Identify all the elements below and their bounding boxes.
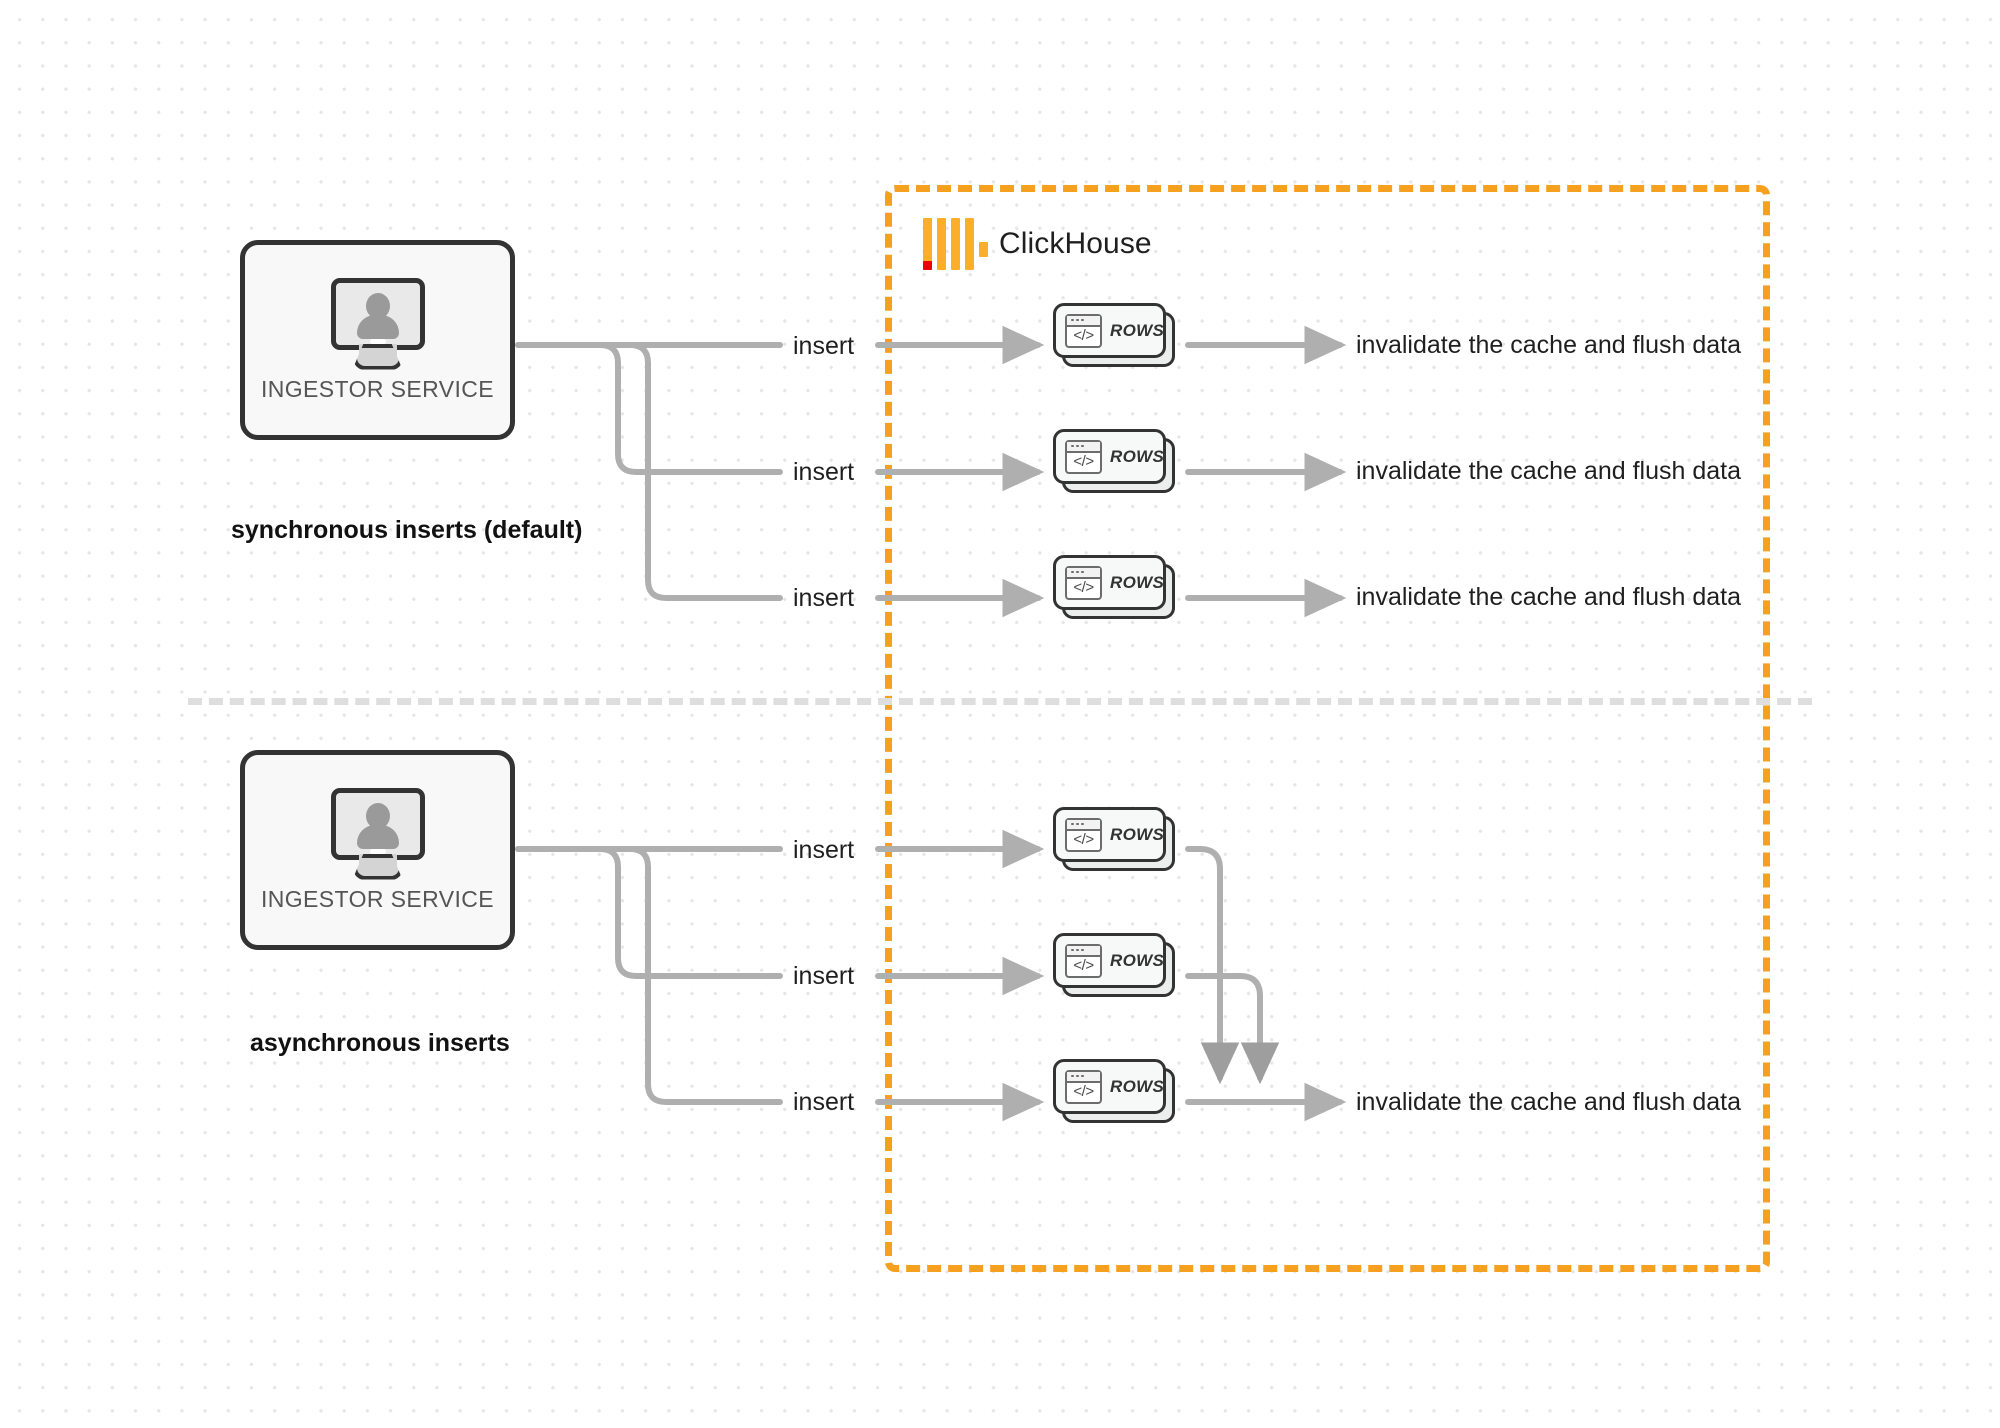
logo-red-accent: [923, 261, 932, 270]
insert-label-sync-3: insert: [793, 584, 855, 612]
monitor-notch: [369, 338, 386, 344]
wire-sync-trunk-3: [515, 342, 783, 601]
user-body-icon: [356, 824, 399, 849]
rows-card-async-2[interactable]: </> ROWS: [1053, 933, 1175, 997]
insert-label-async-2: insert: [793, 962, 855, 990]
rows-card-face: </> ROWS: [1053, 1059, 1166, 1114]
outcome-label-sync-1: invalidate the cache and flush data: [1356, 331, 1741, 359]
rows-card-face: </> ROWS: [1053, 807, 1166, 862]
code-window-dot-1: [1071, 318, 1074, 322]
code-window-icon: </>: [1065, 565, 1102, 600]
monitor-notch: [369, 848, 386, 854]
wire-async-trunk-3: [515, 846, 783, 1105]
code-window-dot-2: [1076, 318, 1079, 322]
rows-label: ROWS: [1110, 950, 1165, 970]
rows-label: ROWS: [1110, 1076, 1165, 1096]
clickhouse-branding: ClickHouse: [923, 218, 1152, 270]
rows-card-face: </> ROWS: [1053, 303, 1166, 358]
wire-sync-trunk-2: [597, 342, 783, 475]
section-divider: [188, 698, 1812, 705]
code-window-dot-3: [1081, 822, 1084, 826]
rows-card-async-1[interactable]: </> ROWS: [1053, 807, 1175, 871]
clickhouse-boundary: [885, 185, 1770, 1272]
user-head-icon: [365, 802, 390, 829]
rows-card-async-3[interactable]: </> ROWS: [1053, 1059, 1175, 1123]
code-window-icon: </>: [1065, 817, 1102, 852]
logo-bar-4: [965, 218, 974, 270]
outcome-label-async-merged: invalidate the cache and flush data: [1356, 1088, 1741, 1116]
code-window-icon: </>: [1065, 943, 1102, 978]
logo-bar-3: [951, 218, 960, 270]
code-window-dot-1: [1071, 822, 1074, 826]
insert-label-sync-1: insert: [793, 332, 855, 360]
rows-label: ROWS: [1110, 572, 1165, 592]
rows-card-sync-3[interactable]: </> ROWS: [1053, 555, 1175, 619]
code-window-titlebar: [1067, 441, 1100, 453]
code-window-dot-2: [1076, 444, 1079, 448]
sidebar-item-ingestor-service-sync[interactable]: INGESTOR SERVICE: [240, 240, 515, 440]
rows-label: ROWS: [1110, 824, 1165, 844]
insert-label-sync-2: insert: [793, 458, 855, 486]
code-glyph: </>: [1073, 1082, 1094, 1100]
code-glyph: </>: [1073, 326, 1094, 344]
code-window-dot-2: [1076, 570, 1079, 574]
code-glyph: </>: [1073, 452, 1094, 470]
code-window-icon: </>: [1065, 1069, 1102, 1104]
caption-asynchronous: asynchronous inserts: [250, 1029, 510, 1057]
clickhouse-label: ClickHouse: [999, 227, 1152, 260]
code-window-dot-1: [1071, 444, 1074, 448]
caption-synchronous: synchronous inserts (default): [231, 516, 583, 544]
code-window-titlebar: [1067, 315, 1100, 327]
sidebar-item-ingestor-service-async[interactable]: INGESTOR SERVICE: [240, 750, 515, 950]
code-window-titlebar: [1067, 567, 1100, 579]
code-window-dot-3: [1081, 570, 1084, 574]
code-glyph: </>: [1073, 956, 1094, 974]
code-window-titlebar: [1067, 1071, 1100, 1083]
insert-label-async-3: insert: [793, 1088, 855, 1116]
code-window-dot-3: [1081, 948, 1084, 952]
code-window-titlebar: [1067, 819, 1100, 831]
code-window-dot-3: [1081, 318, 1084, 322]
code-window-icon: </>: [1065, 439, 1102, 474]
code-window-dot-2: [1076, 822, 1079, 826]
code-window-dot-3: [1081, 1074, 1084, 1078]
code-glyph: </>: [1073, 578, 1094, 596]
ingestor-service-label: INGESTOR SERVICE: [260, 885, 495, 912]
rows-card-sync-1[interactable]: </> ROWS: [1053, 303, 1175, 367]
code-window-dot-2: [1076, 1074, 1079, 1078]
code-window-dot-1: [1071, 1074, 1074, 1078]
rows-card-face: </> ROWS: [1053, 555, 1166, 610]
logo-bar-2: [937, 218, 946, 270]
rows-label: ROWS: [1110, 446, 1165, 466]
code-window-dot-1: [1071, 570, 1074, 574]
code-glyph: </>: [1073, 830, 1094, 848]
monitor-user-icon: [329, 277, 427, 370]
outcome-label-sync-3: invalidate the cache and flush data: [1356, 583, 1741, 611]
clickhouse-logo: [923, 218, 988, 270]
rows-card-sync-2[interactable]: </> ROWS: [1053, 429, 1175, 493]
code-window-dot-2: [1076, 948, 1079, 952]
code-window-dot-3: [1081, 444, 1084, 448]
code-window-dot-1: [1071, 948, 1074, 952]
monitor-user-icon: [329, 787, 427, 880]
user-body-icon: [356, 314, 399, 339]
outcome-label-sync-2: invalidate the cache and flush data: [1356, 457, 1741, 485]
rows-card-face: </> ROWS: [1053, 933, 1166, 988]
rows-label: ROWS: [1110, 320, 1165, 340]
insert-label-async-1: insert: [793, 836, 855, 864]
wire-async-trunk-2: [597, 846, 783, 979]
logo-stub: [979, 242, 988, 257]
rows-card-face: </> ROWS: [1053, 429, 1166, 484]
code-window-titlebar: [1067, 945, 1100, 957]
code-window-icon: </>: [1065, 313, 1102, 348]
ingestor-service-label: INGESTOR SERVICE: [260, 375, 495, 402]
logo-bar-1: [923, 218, 932, 270]
user-head-icon: [365, 292, 390, 319]
